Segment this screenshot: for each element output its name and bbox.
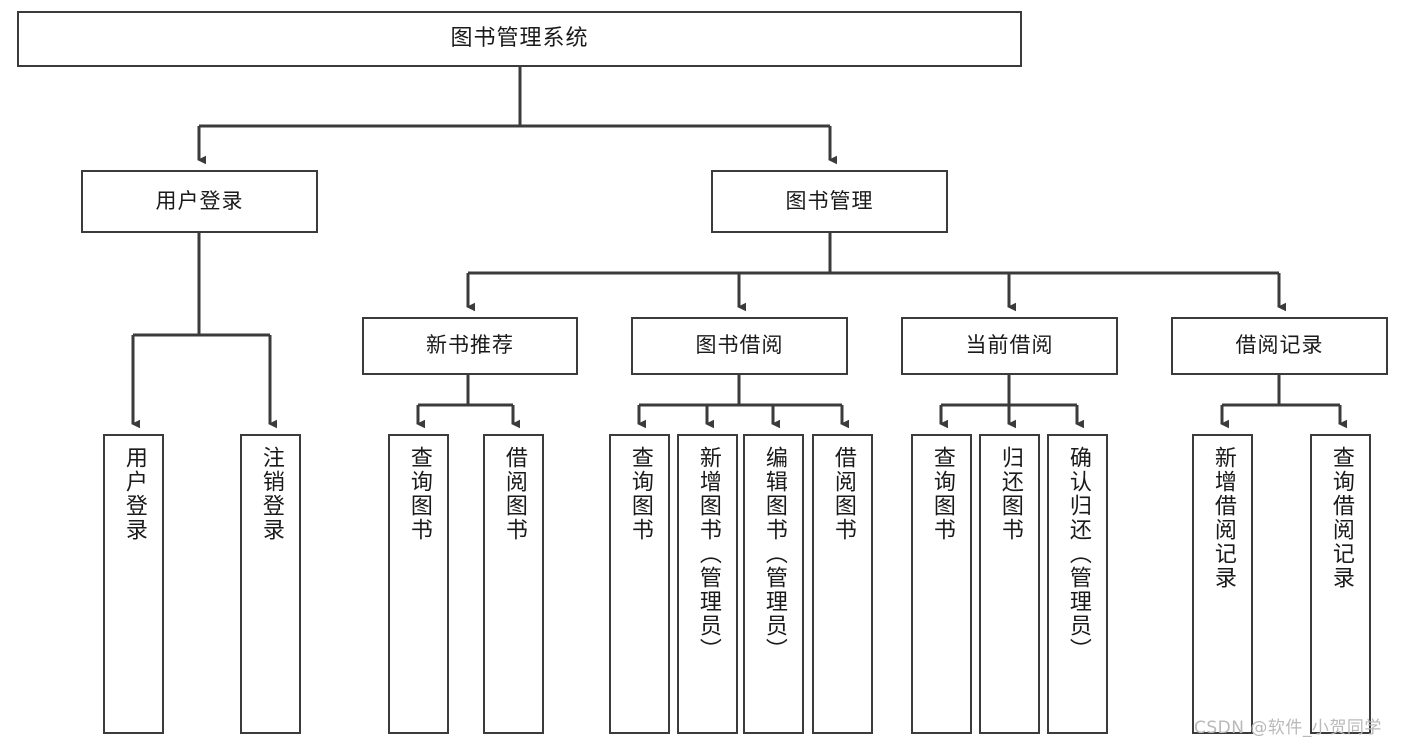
node-label: 新书推荐 (426, 333, 514, 358)
node-new-book-recommend[interactable]: 新书推荐 (362, 317, 578, 375)
node-label: 用户登录 (121, 446, 147, 542)
node-label: 注销登录 (258, 446, 284, 542)
node-label: 用户登录 (155, 188, 244, 213)
leaf-confirm-return-admin[interactable]: 确认归还（管理员） (1047, 434, 1108, 734)
node-label: 查询图书 (929, 446, 955, 542)
leaf-user-login[interactable]: 用户登录 (103, 434, 164, 734)
node-root-system[interactable]: 图书管理系统 (17, 11, 1022, 67)
leaf-edit-book-admin[interactable]: 编辑图书（管理员） (743, 434, 804, 734)
leaf-borrow-book[interactable]: 借阅图书 (812, 434, 873, 734)
node-label: 当前借阅 (965, 333, 1054, 358)
node-label: 查询图书 (406, 446, 432, 542)
node-borrow-record[interactable]: 借阅记录 (1171, 317, 1388, 375)
leaf-query-book-borrow[interactable]: 查询图书 (609, 434, 670, 734)
leaf-query-book-current[interactable]: 查询图书 (911, 434, 972, 734)
node-current-borrow[interactable]: 当前借阅 (901, 317, 1118, 375)
node-book-management[interactable]: 图书管理 (711, 170, 948, 233)
node-label: 归还图书 (997, 446, 1023, 542)
node-label: 借阅图书 (830, 446, 856, 542)
node-label: 新增借阅记录 (1210, 446, 1236, 590)
watermark-text: CSDN @软件_小贺同学 (1194, 718, 1382, 738)
node-label: 借阅记录 (1235, 333, 1324, 358)
leaf-return-book[interactable]: 归还图书 (979, 434, 1040, 734)
node-label: 新增图书（管理员） (695, 446, 721, 662)
csdn-watermark: CSDN @软件_小贺同学 (1194, 713, 1382, 738)
leaf-add-borrow-record[interactable]: 新增借阅记录 (1192, 434, 1253, 734)
node-book-borrow[interactable]: 图书借阅 (631, 317, 848, 375)
node-label: 借阅图书 (501, 446, 527, 542)
leaf-query-book-recommend[interactable]: 查询图书 (388, 434, 449, 734)
node-label: 编辑图书（管理员） (761, 446, 787, 662)
node-label: 图书管理 (785, 188, 874, 213)
node-user-login[interactable]: 用户登录 (81, 170, 318, 233)
node-label: 查询图书 (627, 446, 653, 542)
node-label: 查询借阅记录 (1328, 446, 1354, 590)
leaf-query-borrow-record[interactable]: 查询借阅记录 (1310, 434, 1371, 734)
node-label: 图书管理系统 (450, 25, 589, 51)
leaf-logout[interactable]: 注销登录 (240, 434, 301, 734)
node-label: 确认归还（管理员） (1065, 446, 1091, 662)
node-label: 图书借阅 (695, 333, 784, 358)
leaf-add-book-admin[interactable]: 新增图书（管理员） (677, 434, 738, 734)
leaf-borrow-book-recommend[interactable]: 借阅图书 (483, 434, 544, 734)
